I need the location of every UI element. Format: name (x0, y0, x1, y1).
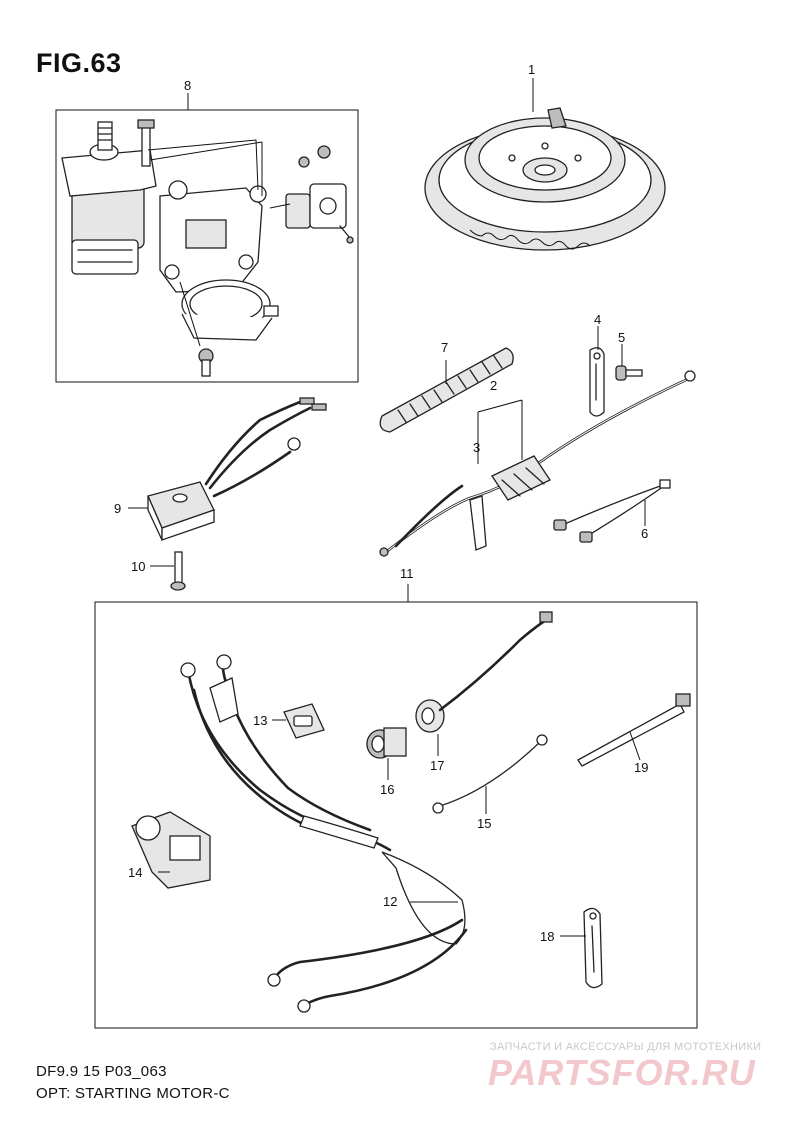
callout-18: 18 (540, 929, 554, 944)
charge-socket[interactable] (366, 727, 407, 780)
figure-description: OPT: STARTING MOTOR-C (36, 1085, 230, 1102)
flywheel[interactable] (424, 78, 666, 251)
starter-motor-group-box (55, 109, 359, 383)
callout-15: 15 (477, 816, 491, 831)
watermark-tagline: ЗАПЧАСТИ И АКСЕССУАРЫ ДЛЯ МОТОТЕХНИКИ (490, 1041, 762, 1053)
callout-1: 1 (528, 62, 535, 77)
callout-10: 10 (131, 559, 145, 574)
callout-2: 2 (490, 378, 497, 393)
cable-tie[interactable] (577, 693, 691, 767)
screw[interactable] (615, 344, 643, 381)
harness-clip[interactable] (560, 907, 603, 989)
main-wire-harness[interactable] (379, 370, 696, 557)
callout-16: 16 (380, 782, 394, 797)
bolt[interactable] (150, 551, 186, 591)
starter-motor-assembly[interactable] (61, 119, 354, 377)
figure-title: FIG.63 (36, 48, 122, 78)
wiring-kit-group-box (94, 601, 698, 1029)
battery-cable-harness[interactable] (180, 654, 468, 1013)
starter-relay[interactable] (128, 397, 327, 541)
cable-bushing[interactable] (415, 611, 553, 756)
callout-12: 12 (383, 894, 397, 909)
callout-6: 6 (641, 526, 648, 541)
callout-11: 11 (400, 566, 414, 581)
callout-9: 9 (114, 501, 121, 516)
lead-wire[interactable] (553, 479, 671, 543)
callout-14: 14 (128, 865, 142, 880)
watermark-logo: PARTSFOR.RU (488, 1052, 756, 1093)
clamp-bracket[interactable] (131, 811, 211, 889)
callout-4: 4 (594, 312, 601, 327)
grommet[interactable] (272, 703, 325, 739)
callout-13: 13 (253, 713, 267, 728)
callout-19: 19 (634, 760, 648, 775)
callout-5: 5 (618, 330, 625, 345)
model-code: DF9.9 15 P03_063 (36, 1063, 167, 1080)
callout-7: 7 (441, 340, 448, 355)
callout-3: 3 (473, 440, 480, 455)
ground-wire[interactable] (432, 734, 548, 814)
wire-clip[interactable] (589, 326, 605, 417)
protector-tube[interactable] (379, 347, 514, 433)
callout-8: 8 (184, 78, 191, 93)
callout-17: 17 (430, 758, 444, 773)
